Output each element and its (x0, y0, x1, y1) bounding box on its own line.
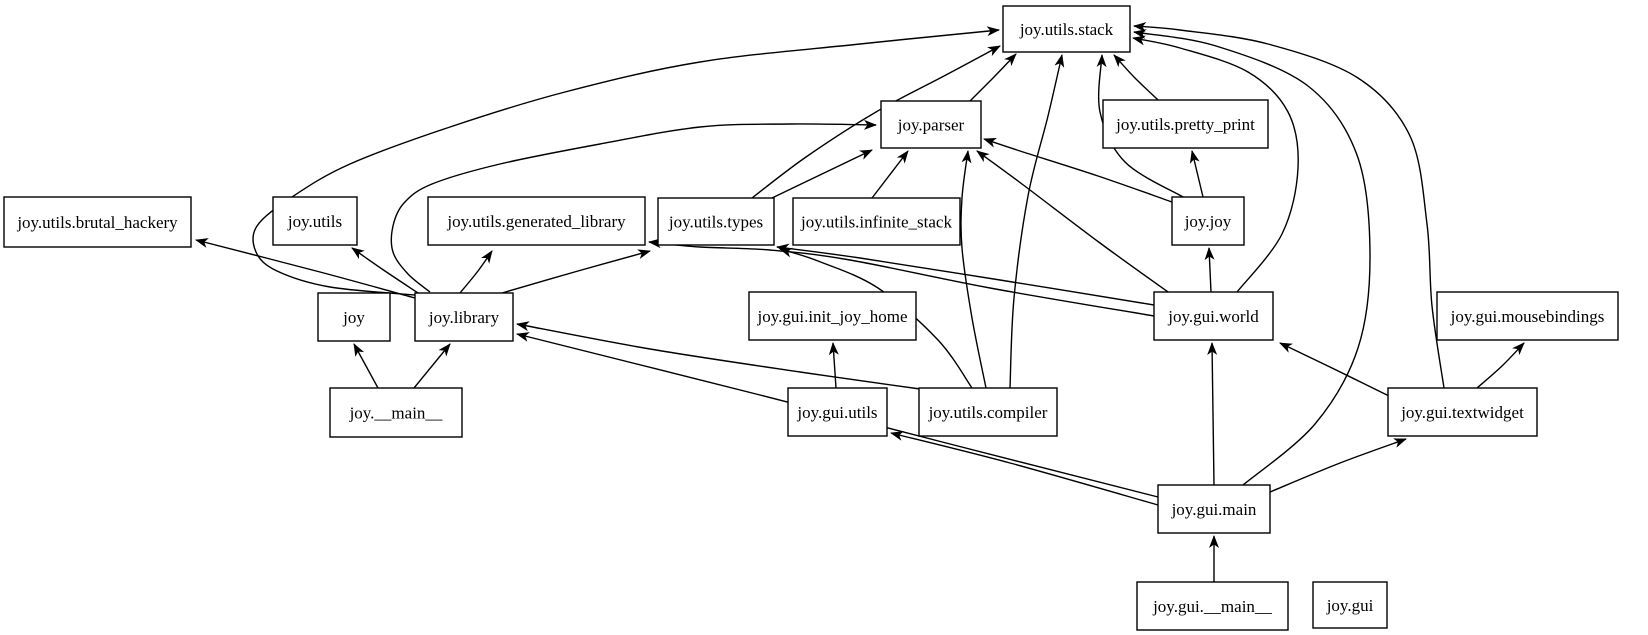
node-label-init_joy_home: joy.gui.init_joy_home (756, 307, 907, 326)
node-box-utils (272, 196, 358, 246)
node-box-parser (880, 100, 982, 149)
node-box-world (1153, 291, 1274, 341)
edge-joy_joy-to-parser (983, 138, 1173, 203)
node-box-joy_joy (1171, 196, 1245, 246)
node-gui_pkg: joy.gui (1312, 581, 1388, 629)
node-label-brutal_hackery: joy.utils.brutal_hackery (16, 213, 178, 232)
node-box-gui_utils (787, 387, 888, 437)
node-box-library (414, 292, 514, 342)
edge-library-to-stack (252, 26, 1000, 296)
edge-types-to-stack (751, 45, 1001, 199)
edge-gui_main-to-world (1207, 342, 1218, 486)
node-brutal_hackery: joy.utils.brutal_hackery (3, 196, 192, 248)
node-joy_joy: joy.joy (1171, 196, 1245, 246)
edge-types-to-parser (771, 149, 873, 199)
edge-library-to-generated_library (459, 250, 493, 294)
node-label-main_module: joy.__main__ (349, 404, 443, 423)
node-label-stack: joy.utils.stack (1019, 20, 1114, 39)
node-box-gui_pkg (1312, 581, 1388, 629)
node-label-utils: joy.utils (287, 212, 342, 231)
node-mousebindings: joy.gui.mousebindings (1436, 291, 1619, 341)
edge-gui_main-to-stack (1133, 29, 1371, 486)
node-label-mousebindings: joy.gui.mousebindings (1450, 307, 1605, 326)
node-generated_library: joy.utils.generated_library (427, 196, 646, 246)
edge-library-to-parser (390, 119, 877, 293)
node-box-mousebindings (1436, 291, 1619, 341)
node-gui_main: joy.gui.main (1157, 484, 1271, 534)
node-box-pretty_print (1102, 99, 1269, 149)
node-label-infinite_stack: joy.utils.infinite_stack (800, 213, 952, 232)
node-infinite_stack: joy.utils.infinite_stack (792, 197, 961, 246)
node-box-gui_main (1157, 484, 1271, 534)
node-library: joy.library (414, 292, 514, 342)
node-label-gui_pkg: joy.gui (1326, 596, 1374, 615)
node-pretty_print: joy.utils.pretty_print (1102, 99, 1269, 149)
node-box-brutal_hackery (3, 196, 192, 248)
nodes-layer: joy.utils.stack joy.parser joy.utils.prett… (3, 5, 1619, 631)
node-textwidget: joy.gui.textwidget (1387, 387, 1538, 437)
node-gui_utils: joy.gui.utils (787, 387, 888, 437)
edges-layer (195, 22, 1525, 582)
edge-world-to-stack (1132, 35, 1299, 293)
edge-compiler-to-types (779, 247, 973, 389)
node-box-textwidget (1387, 387, 1538, 437)
edge-compiler-to-library (516, 321, 921, 390)
edge-gui_main-to-textwidget (1269, 438, 1407, 493)
edge-main_module-to-joy (353, 343, 379, 389)
edge-textwidget-to-stack (1133, 22, 1445, 389)
node-label-gui_main: joy.gui.main (1171, 500, 1257, 519)
node-label-generated_library: joy.utils.generated_library (446, 212, 626, 231)
edge-gui_main-to-gui_utils (890, 431, 1159, 506)
node-init_joy_home: joy.gui.init_joy_home (748, 291, 917, 341)
node-box-generated_library (427, 196, 646, 246)
node-box-main_module (329, 387, 463, 438)
edge-pretty_print-to-stack (1113, 54, 1159, 101)
edge-world-to-joy_joy (1204, 247, 1215, 293)
edge-library-to-types (501, 249, 651, 294)
node-label-joy_joy: joy.joy (1184, 212, 1232, 231)
node-label-library: joy.library (428, 308, 500, 327)
edge-compiler-to-stack (1009, 54, 1065, 389)
edge-main_module-to-library (413, 343, 451, 389)
edge-library-to-utils (351, 247, 419, 294)
node-stack: joy.utils.stack (1002, 5, 1131, 53)
node-box-infinite_stack (792, 197, 961, 246)
edge-gui_utils-to-init_joy_home (828, 342, 839, 389)
node-box-types (657, 197, 775, 246)
node-main_module: joy.__main__ (329, 387, 463, 438)
edge-parser-to-stack (969, 53, 1017, 102)
node-label-parser: joy.parser (897, 116, 965, 135)
edge-textwidget-to-world (1279, 342, 1390, 397)
edge-world-to-parser (976, 150, 1169, 293)
node-box-compiler (918, 387, 1058, 437)
node-compiler: joy.utils.compiler (918, 387, 1058, 437)
edge-compiler-to-parser (960, 150, 987, 389)
node-parser: joy.parser (880, 100, 982, 149)
node-label-joy: joy (342, 308, 365, 327)
edge-textwidget-to-mousebindings (1476, 342, 1525, 389)
node-label-world: joy.gui.world (1167, 307, 1259, 326)
node-types: joy.utils.types (657, 197, 775, 246)
node-utils: joy.utils (272, 196, 358, 246)
node-box-joy (317, 292, 391, 342)
node-gui_main_module: joy.gui.__main__ (1136, 581, 1289, 631)
node-label-pretty_print: joy.utils.pretty_print (1115, 115, 1255, 134)
edge-world-to-types (776, 243, 1155, 306)
node-label-compiler: joy.utils.compiler (928, 403, 1048, 422)
edge-joy_joy-to-pretty_print (1189, 150, 1204, 198)
node-box-init_joy_home (748, 291, 917, 341)
node-world: joy.gui.world (1153, 291, 1274, 341)
edge-infinite_stack-to-parser (871, 150, 909, 199)
node-label-gui_main_module: joy.gui.__main__ (1152, 597, 1272, 616)
node-label-textwidget: joy.gui.textwidget (1400, 403, 1524, 422)
node-box-stack (1002, 5, 1131, 53)
edge-world-to-generated_library (648, 238, 1155, 317)
edge-library-to-brutal_hackery (195, 238, 416, 299)
node-box-gui_main_module (1136, 581, 1289, 631)
node-joy: joy (317, 292, 391, 342)
node-label-types: joy.utils.types (668, 213, 763, 232)
node-label-gui_utils: joy.gui.utils (796, 403, 877, 422)
